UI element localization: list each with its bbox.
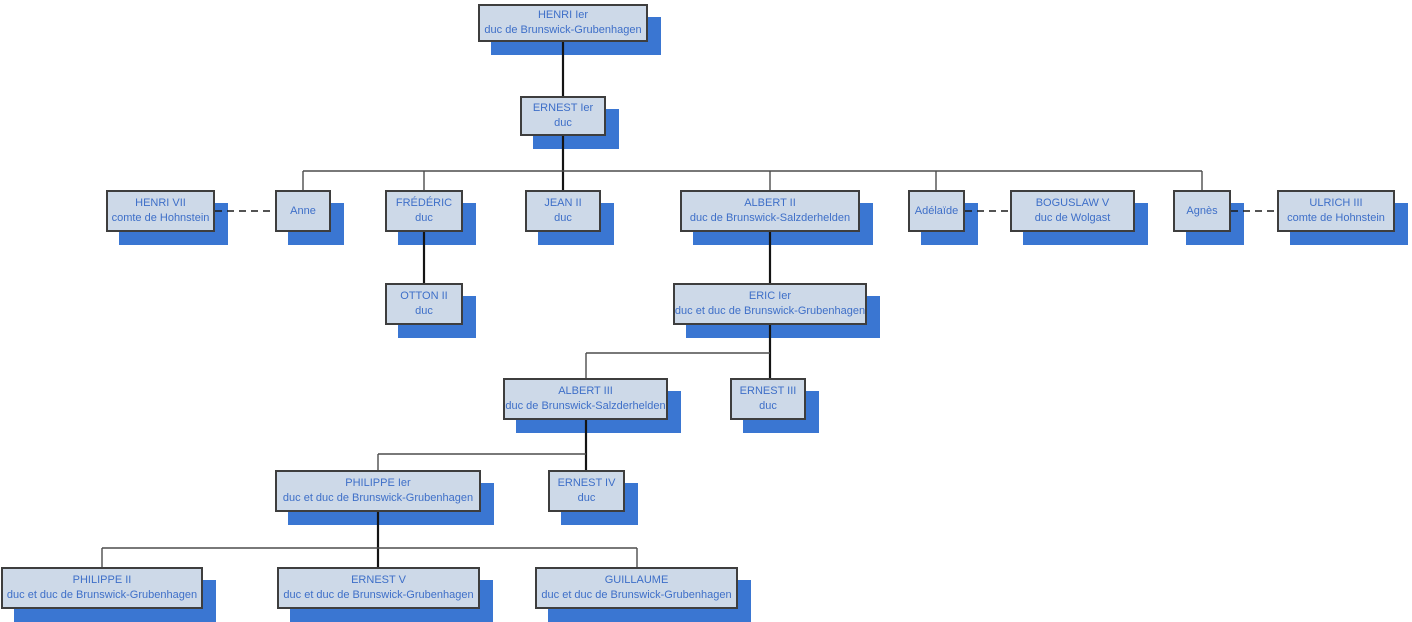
person-title: duc de Brunswick-Grubenhagen bbox=[484, 24, 642, 36]
tree-node-ernest-v[interactable]: ERNEST V duc et duc de Brunswick-Grubenh… bbox=[277, 567, 480, 609]
tree-node-ernest-1er[interactable]: ERNEST Ier duc bbox=[520, 96, 606, 136]
person-name: ERNEST IV bbox=[557, 477, 616, 489]
tree-node-adelaide[interactable]: Adélaïde bbox=[908, 190, 965, 232]
person-name: ERNEST Ier bbox=[532, 102, 594, 114]
person-title: duc et duc de Brunswick-Grubenhagen bbox=[541, 589, 732, 601]
person-name: JEAN II bbox=[544, 197, 582, 209]
tree-node-jean-ii[interactable]: JEAN II duc bbox=[525, 190, 601, 232]
person-name: HENRI Ier bbox=[537, 9, 589, 21]
person-name: Anne bbox=[290, 204, 316, 217]
tree-node-ernest-iv[interactable]: ERNEST IV duc bbox=[548, 470, 625, 512]
tree-node-frederic[interactable]: FRÉDÉRIC duc bbox=[385, 190, 463, 232]
tree-node-guillaume[interactable]: GUILLAUME duc et duc de Brunswick-Gruben… bbox=[535, 567, 738, 609]
person-name: GUILLAUME bbox=[604, 574, 669, 586]
tree-node-agnes[interactable]: Agnès bbox=[1173, 190, 1231, 232]
person-title: duc bbox=[577, 492, 596, 504]
person-name: Adélaïde bbox=[914, 204, 959, 217]
tree-node-otton-ii[interactable]: OTTON II duc bbox=[385, 283, 463, 325]
person-title: duc et duc de Brunswick-Grubenhagen bbox=[6, 589, 198, 601]
tree-node-philippe-1er[interactable]: PHILIPPE Ier duc et duc de Brunswick-Gru… bbox=[275, 470, 481, 512]
person-name: ERNEST V bbox=[351, 574, 406, 586]
person-name: ERIC Ier bbox=[748, 290, 792, 302]
person-title: duc bbox=[415, 305, 433, 317]
person-name: ULRICH III bbox=[1309, 197, 1363, 209]
tree-node-anne[interactable]: Anne bbox=[275, 190, 331, 232]
person-title: duc et duc de Brunswick-Grubenhagen bbox=[282, 492, 474, 504]
person-name: ALBERT III bbox=[558, 385, 613, 397]
person-title: duc de Brunswick-Salzderhelden bbox=[505, 400, 666, 412]
tree-node-ernest-iii[interactable]: ERNEST III duc bbox=[730, 378, 806, 420]
tree-node-henri-vii[interactable]: HENRI VII comte de Hohnstein bbox=[106, 190, 215, 232]
person-title: duc bbox=[759, 400, 777, 412]
person-name: PHILIPPE II bbox=[72, 574, 132, 586]
tree-node-albert-ii[interactable]: ALBERT II duc de Brunswick-Salzderhelden bbox=[680, 190, 860, 232]
person-title: duc et duc de Brunswick-Grubenhagen bbox=[674, 305, 866, 317]
person-name: BOGUSLAW V bbox=[1035, 197, 1110, 209]
person-title: duc et duc de Brunswick-Grubenhagen bbox=[283, 589, 474, 601]
person-title: comte de Hohnstein bbox=[111, 212, 210, 224]
tree-node-albert-iii[interactable]: ALBERT III duc de Brunswick-Salzderhelde… bbox=[503, 378, 668, 420]
person-title: comte de Hohnstein bbox=[1287, 212, 1385, 224]
person-name: ALBERT II bbox=[744, 197, 796, 209]
person-name: PHILIPPE Ier bbox=[345, 477, 411, 489]
person-name: HENRI VII bbox=[135, 197, 186, 209]
tree-node-philippe-ii[interactable]: PHILIPPE II duc et duc de Brunswick-Grub… bbox=[1, 567, 203, 609]
person-title: duc bbox=[415, 212, 433, 224]
tree-node-ulrich-iii[interactable]: ULRICH III comte de Hohnstein bbox=[1277, 190, 1395, 232]
person-title: duc de Brunswick-Salzderhelden bbox=[689, 212, 851, 224]
person-name: FRÉDÉRIC bbox=[395, 197, 453, 209]
tree-node-boguslaw-v[interactable]: BOGUSLAW V duc de Wolgast bbox=[1010, 190, 1135, 232]
person-title: duc de Wolgast bbox=[1034, 212, 1111, 224]
tree-node-henri-1er[interactable]: HENRI Ier duc de Brunswick-Grubenhagen bbox=[478, 4, 648, 42]
person-name: Agnès bbox=[1186, 204, 1218, 217]
person-name: OTTON II bbox=[400, 290, 448, 302]
person-title: duc bbox=[554, 117, 572, 129]
person-name: ERNEST III bbox=[739, 385, 797, 397]
tree-node-eric-1er[interactable]: ERIC Ier duc et duc de Brunswick-Grubenh… bbox=[673, 283, 867, 325]
person-title: duc bbox=[554, 212, 572, 224]
